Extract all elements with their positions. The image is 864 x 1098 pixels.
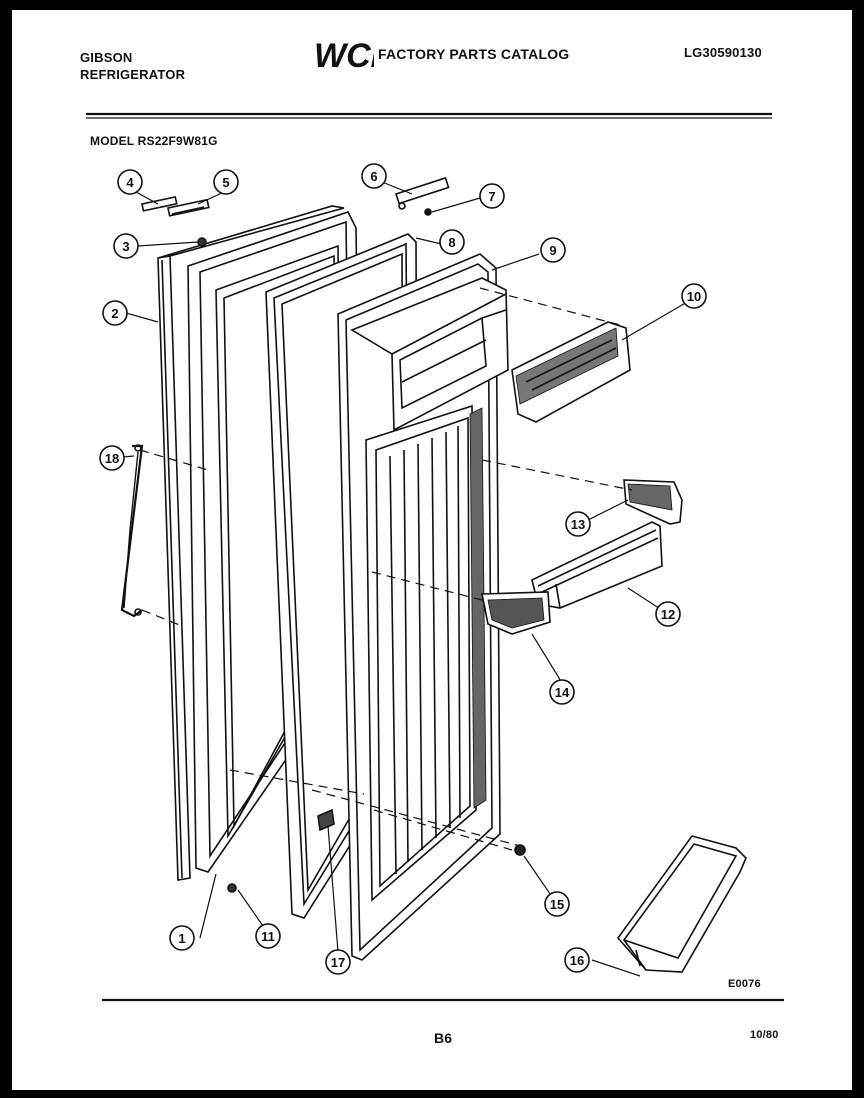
callout-8: 8 [439, 229, 465, 255]
svg-text:11: 11 [261, 929, 275, 944]
svg-text:2: 2 [111, 306, 118, 321]
plug-3 [197, 237, 207, 247]
parts-sheet: GIBSON REFRIGERATOR WCI FACTORY PARTS CA… [12, 10, 852, 1090]
bottle-bin [616, 835, 747, 973]
callout-9: 9 [540, 237, 566, 263]
callout-2: 2 [102, 300, 128, 326]
callout-6: 6 [361, 163, 387, 189]
svg-text:5: 5 [222, 175, 229, 190]
screw-15 [514, 844, 526, 856]
svg-text:6: 6 [370, 169, 377, 184]
svg-text:1: 1 [178, 931, 185, 946]
callout-12: 12 [655, 601, 681, 627]
door-shelf [531, 521, 663, 609]
callout-10: 10 [681, 283, 707, 309]
svg-text:3: 3 [122, 239, 129, 254]
diagram-code: E0076 [728, 978, 761, 990]
hinge-pin-17 [317, 808, 335, 832]
svg-text:18: 18 [105, 451, 119, 466]
shelf-bracket [623, 479, 683, 525]
door-outer-panel [157, 205, 345, 881]
inner-door-liner [337, 253, 509, 961]
dairy-door [511, 321, 631, 423]
alignment-lines [139, 287, 633, 851]
callout-13: 13 [565, 511, 591, 537]
callout-4: 4 [117, 169, 143, 195]
callout-17: 17 [325, 949, 351, 975]
model-label: MODEL RS22F9W81G [90, 134, 218, 148]
callout-11: 11 [255, 923, 281, 949]
door-handle [120, 444, 144, 618]
callout-1: 1 [169, 925, 195, 951]
callout-3: 3 [113, 233, 139, 259]
svg-text:12: 12 [661, 607, 675, 622]
date-code: 10/80 [750, 1029, 779, 1041]
screw-11 [227, 883, 237, 893]
screw-7 [424, 208, 432, 216]
exploded-parts-diagram: 1 2 3 4 5 6 7 8 9 10 11 12 13 14 15 16 1… [86, 112, 784, 1002]
svg-text:10: 10 [687, 289, 701, 304]
callout-14: 14 [549, 679, 575, 705]
appliance-type: REFRIGERATOR [80, 67, 186, 82]
svg-text:9: 9 [549, 243, 556, 258]
hinge-6 [394, 176, 450, 210]
callout-16: 16 [564, 947, 590, 973]
page-number: B6 [434, 1030, 453, 1046]
svg-text:8: 8 [448, 235, 455, 250]
svg-text:16: 16 [570, 953, 584, 968]
svg-text:17: 17 [331, 955, 345, 970]
svg-text:13: 13 [571, 517, 585, 532]
callout-7: 7 [479, 183, 505, 209]
svg-text:WCI: WCI [314, 38, 374, 72]
svg-text:15: 15 [550, 897, 564, 912]
hinge-cap-4 [141, 195, 178, 212]
document-number: LG30590130 [684, 45, 762, 60]
brand-name: GIBSON [80, 50, 133, 65]
callout-18: 18 [99, 445, 125, 471]
svg-text:14: 14 [555, 685, 570, 700]
catalog-title: FACTORY PARTS CATALOG [378, 46, 570, 62]
callout-15: 15 [544, 891, 570, 917]
shelf-end-bracket [481, 591, 551, 635]
svg-text:7: 7 [488, 189, 495, 204]
callouts: 1 2 3 4 5 6 7 8 9 10 11 12 13 14 15 16 1… [99, 163, 707, 975]
callout-5: 5 [213, 169, 239, 195]
wci-logo: WCI [314, 38, 374, 72]
svg-text:4: 4 [126, 175, 134, 190]
